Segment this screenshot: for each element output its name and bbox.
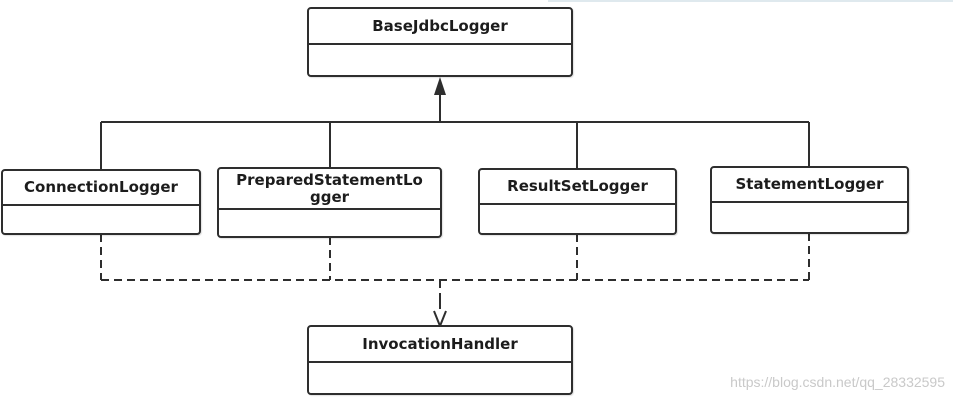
class-result-set-logger[interactable]: ResultSetLogger (478, 168, 677, 235)
class-name: PreparedStatementLogger (219, 169, 440, 210)
class-invocation-handler[interactable]: InvocationHandler (307, 325, 573, 395)
class-prepared-statement-logger[interactable]: PreparedStatementLogger (217, 167, 442, 238)
class-name: StatementLogger (712, 168, 907, 203)
realization-arrowhead (433, 310, 447, 329)
class-base-jdbc-logger[interactable]: BaseJdbcLogger (307, 7, 573, 77)
class-statement-logger[interactable]: StatementLogger (710, 166, 909, 234)
class-name: ConnectionLogger (3, 171, 199, 206)
class-connection-logger[interactable]: ConnectionLogger (1, 169, 201, 235)
class-name: ResultSetLogger (480, 170, 675, 205)
class-name: BaseJdbcLogger (309, 9, 571, 45)
watermark-text: https://blog.csdn.net/qq_28332595 (730, 374, 945, 390)
inheritance-arrowhead (434, 77, 446, 95)
top-divider-line (548, 0, 953, 2)
class-name: InvocationHandler (309, 327, 571, 363)
